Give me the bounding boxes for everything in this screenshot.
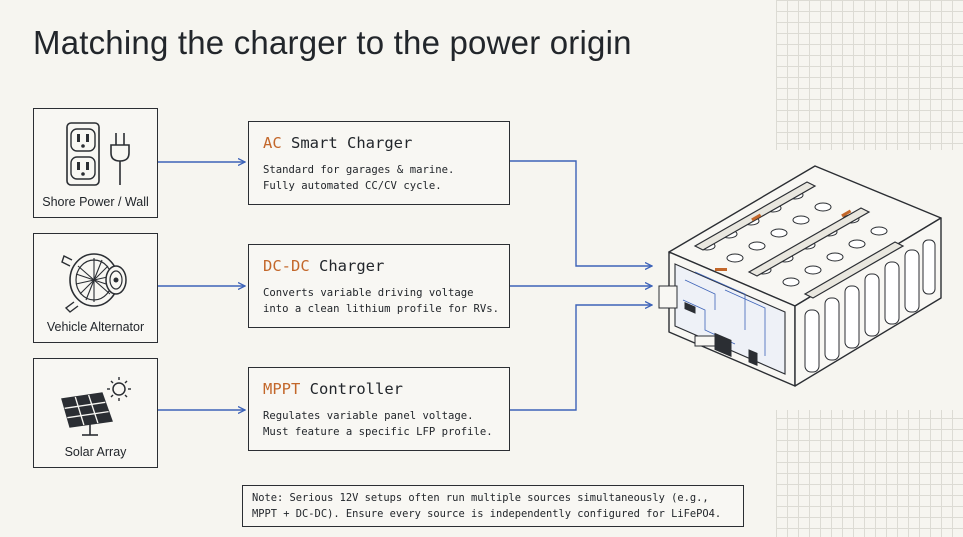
charger-title: AC Smart Charger [263, 134, 495, 152]
charger-description: Regulates variable panel voltage. Must f… [263, 408, 495, 440]
arrow-mppt-to-battery [510, 305, 652, 411]
charger-description-line: into a clean lithium profile for RVs. [263, 303, 499, 315]
charger-description-line: Must feature a specific LFP profile. [263, 426, 493, 438]
page-title: Matching the charger to the power origin [33, 24, 632, 61]
arrow-ac-to-battery [510, 160, 652, 266]
source-label: Shore Power / Wall [42, 195, 149, 209]
source-label: Solar Array [64, 445, 127, 459]
alternator-icon [61, 253, 127, 313]
charger-title-rest: Smart Charger [281, 134, 413, 152]
note-line: MPPT + DC-DC). Ensure every source is in… [252, 507, 722, 520]
source-box-alternator: Vehicle Alternator [33, 233, 158, 343]
note-line: Note: Serious 12V setups often run multi… [252, 492, 709, 504]
charger-description: Standard for garages & marine. Fully aut… [263, 162, 495, 194]
charger-description-line: Standard for garages & marine. [263, 164, 455, 176]
source-label: Vehicle Alternator [46, 320, 145, 334]
source-box-shore-power: Shore Power / Wall [33, 108, 158, 218]
charger-title-rest: Controller [300, 380, 403, 398]
charger-title-accent: AC [263, 134, 282, 152]
charger-box-mppt: MPPT Controller Regulates variable panel… [248, 367, 510, 451]
charger-title-accent: DC-DC [263, 257, 310, 275]
charger-title: MPPT Controller [263, 380, 495, 398]
note-box: Note: Serious 12V setups often run multi… [242, 485, 744, 527]
wall-outlet-icon [66, 122, 130, 186]
charger-description-line: Fully automated CC/CV cycle. [263, 180, 442, 192]
charger-title-rest: Charger [309, 257, 385, 275]
charger-title: DC-DC Charger [263, 257, 495, 275]
solar-panel-icon [61, 377, 131, 436]
charger-description: Converts variable driving voltage into a… [263, 285, 499, 317]
lifepo4-battery-pack-icon [658, 165, 942, 387]
charger-box-dc-dc: DC-DC Charger Converts variable driving … [248, 244, 510, 328]
charger-description-line: Regulates variable panel voltage. [263, 410, 474, 422]
charger-title-accent: MPPT [263, 380, 301, 398]
charger-description-line: Converts variable driving voltage [263, 287, 474, 299]
source-box-solar: Solar Array [33, 358, 158, 468]
charger-box-ac-smart: AC Smart Charger Standard for garages & … [248, 121, 510, 205]
